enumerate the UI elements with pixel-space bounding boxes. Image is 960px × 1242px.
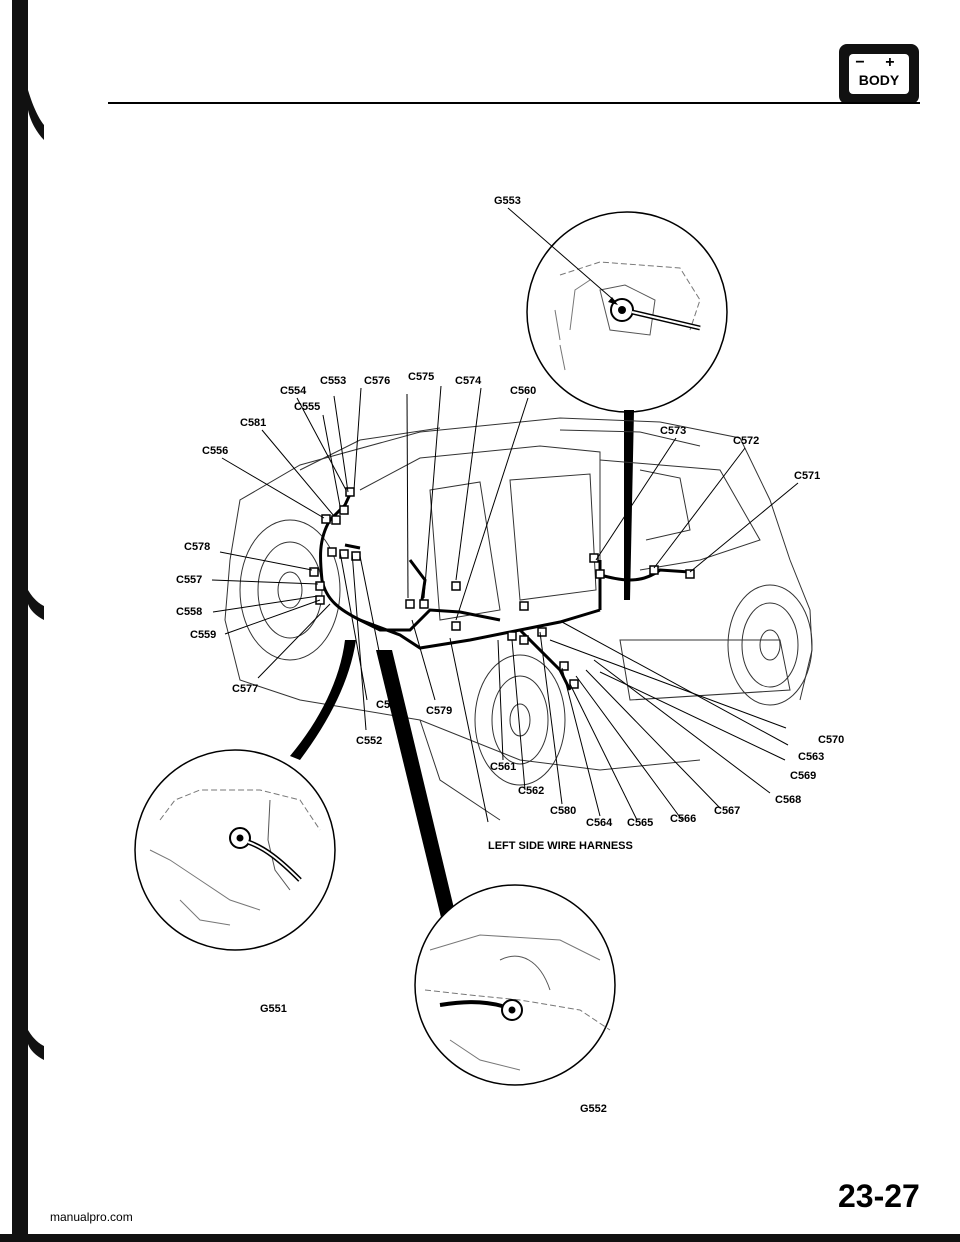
- label-c556: C556: [202, 445, 228, 457]
- connectors: [309, 487, 695, 689]
- label-c553: C553: [320, 375, 346, 387]
- label-c559: C559: [190, 629, 216, 641]
- g552-wedge: [376, 650, 470, 975]
- label-c579: C579: [426, 705, 452, 717]
- label-c576: C576: [364, 375, 390, 387]
- battery-sign-icon: − +: [855, 54, 903, 71]
- label-c577: C577: [232, 683, 258, 695]
- label-c552: C552: [356, 735, 382, 747]
- label-c568: C568: [775, 794, 801, 806]
- label-c574: C574: [455, 375, 482, 387]
- label-c566: C566: [670, 813, 696, 825]
- label-harness: LEFT SIDE WIRE HARNESS: [488, 840, 633, 852]
- source-url: manualpro.com: [50, 1210, 133, 1224]
- label-c578: C578: [184, 541, 210, 553]
- detail-circle-g551: [134, 749, 336, 951]
- label-c572: C572: [733, 435, 759, 447]
- label-c562: C562: [518, 785, 544, 797]
- label-c561: C561: [490, 761, 516, 773]
- g553-wedge: [624, 410, 634, 600]
- left-side-wire-harness: [318, 489, 691, 691]
- label-c563: C563: [798, 751, 824, 763]
- label-c570: C570: [818, 734, 844, 746]
- label-c560: C560: [510, 385, 536, 397]
- label-g551: G551: [260, 1003, 287, 1015]
- label-c565: C565: [627, 817, 653, 829]
- label-c567: C567: [714, 805, 740, 817]
- page-number: 23-27: [838, 1178, 920, 1214]
- label-g553: G553: [494, 195, 521, 207]
- label-c554: C554: [280, 385, 307, 397]
- header-rule: [108, 102, 920, 104]
- body-section-badge: − + BODY: [839, 44, 919, 104]
- label-c573: C573: [660, 425, 686, 437]
- spare-tire: [727, 584, 813, 706]
- label-c564: C564: [586, 817, 613, 829]
- footer-bar: [0, 1234, 960, 1242]
- g551-wedge: [290, 640, 356, 760]
- callout-labels: G553 C554 C553 C576 C575 C574 C560 C555 …: [176, 195, 844, 1115]
- leader-lines: [211, 385, 799, 823]
- badge-label: BODY: [858, 72, 900, 88]
- label-c571: C571: [794, 470, 820, 482]
- binding-bar: [12, 0, 44, 1242]
- detail-circle-g553: [507, 207, 728, 413]
- vehicle-outline: [224, 417, 813, 821]
- label-c575: C575: [408, 371, 434, 383]
- label-c557: C557: [176, 574, 202, 586]
- label-c569: C569: [790, 770, 816, 782]
- label-c551: C551: [376, 699, 402, 711]
- detail-circle-g552: [414, 884, 616, 1086]
- label-g552: G552: [580, 1103, 607, 1115]
- label-c580: C580: [550, 805, 576, 817]
- label-c581: C581: [240, 417, 266, 429]
- label-c558: C558: [176, 606, 202, 618]
- label-c555: C555: [294, 401, 320, 413]
